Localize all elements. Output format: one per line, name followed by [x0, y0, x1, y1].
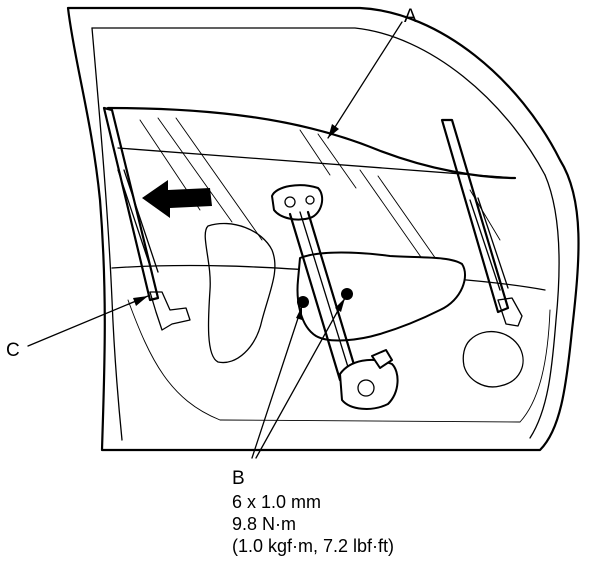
torque-spec-nm: 9.8 N·m — [232, 514, 296, 534]
regulator-arm — [299, 211, 353, 381]
regulator-upper-bracket — [271, 184, 324, 221]
rear-channel-rib — [469, 199, 501, 291]
regulator-plate — [296, 251, 467, 342]
lower-panel-outline — [127, 299, 551, 423]
upper-bracket-hole-2 — [305, 195, 315, 205]
regulator-bolt-front — [297, 296, 309, 308]
rear-channel-rib-2 — [477, 197, 509, 289]
leader-line-a — [327, 21, 403, 139]
motor-hub — [357, 379, 375, 397]
front-channel-rib-2 — [123, 169, 159, 273]
regulator-bolt-rear — [341, 288, 353, 300]
torque-spec-alt: (1.0 kgf·m, 7.2 lbf·ft) — [232, 536, 394, 556]
leader-arrowhead-c — [133, 296, 148, 306]
front-access-hole — [204, 222, 276, 364]
leader-line-c — [27, 295, 149, 347]
direction-arrow-icon — [142, 180, 212, 218]
motor-connector — [371, 349, 393, 369]
door-rear-edge — [529, 174, 560, 439]
front-channel-rib — [117, 169, 153, 273]
callout-label-a: A — [404, 6, 417, 27]
callout-label-b: B — [232, 468, 245, 489]
front-run-channel — [102, 106, 160, 302]
front-channel-bracket — [149, 291, 191, 331]
leader-arrowhead-b-front — [296, 306, 302, 320]
window-frame-inner — [91, 27, 546, 176]
rear-run-channel — [440, 118, 510, 314]
regulator-motor — [339, 358, 399, 410]
upper-bracket-hole — [284, 196, 296, 208]
regulator-rail-left — [288, 212, 342, 382]
glass-top-edge — [106, 106, 517, 180]
leader-line-b-rear — [255, 297, 346, 459]
callout-label-c: C — [6, 340, 20, 361]
leader-line-b-front — [251, 305, 303, 459]
regulator-rail-right — [306, 210, 360, 380]
bolt-size-spec: 6 x 1.0 mm — [232, 492, 321, 512]
glass-bottom-edge — [117, 147, 516, 179]
door-inner-edge — [91, 27, 123, 441]
door-outer-panel — [66, 6, 580, 452]
leader-arrowhead-a — [328, 124, 339, 138]
rear-access-hole — [462, 330, 524, 388]
leader-arrowhead-b-rear — [335, 298, 345, 312]
rear-channel-bracket — [497, 297, 523, 327]
